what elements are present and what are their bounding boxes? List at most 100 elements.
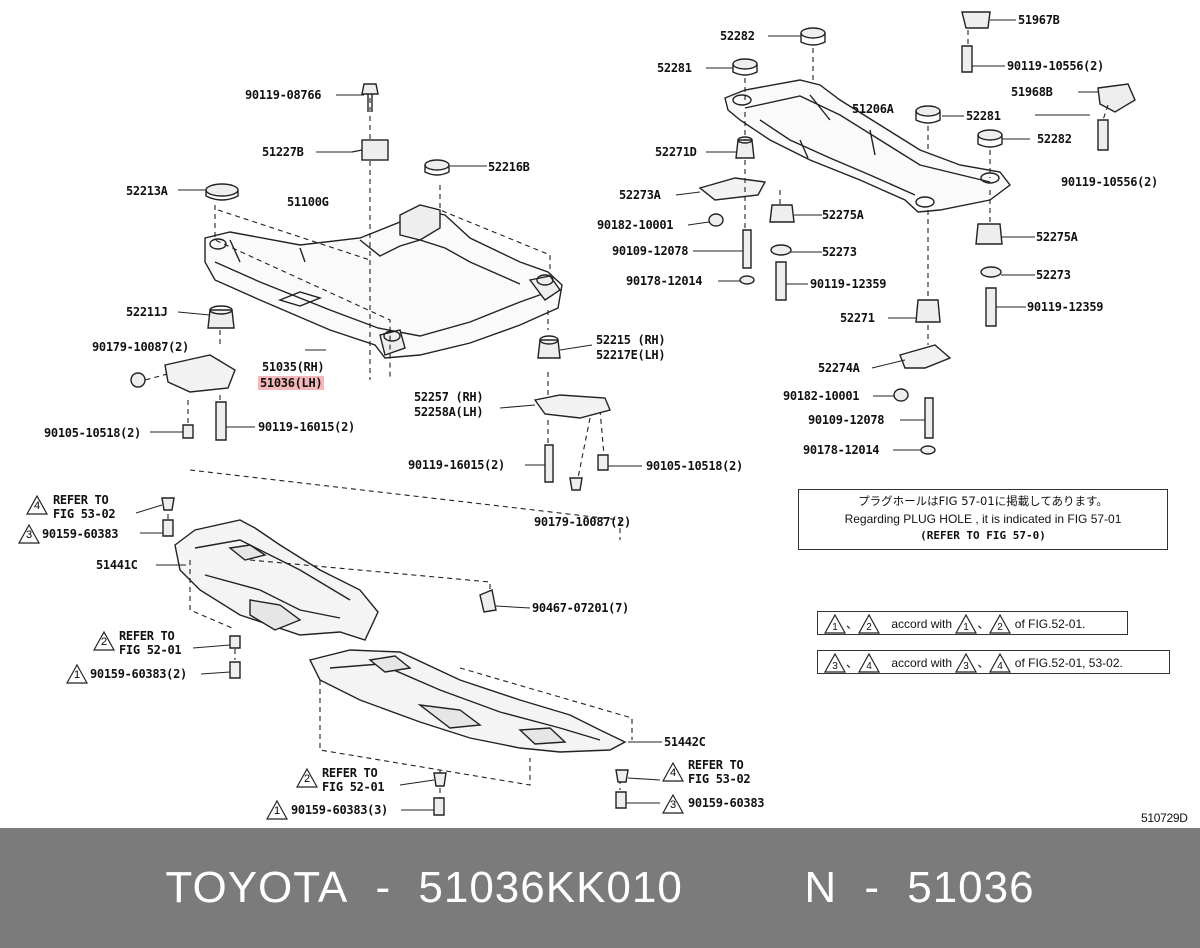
parts-diagram: 90119-08766 51227B 52216B 52213A 51100G … [18, 11, 1188, 825]
label-51036-lh-highlighted: 51036(LH) [258, 376, 325, 390]
label-52217E-lh: 52217E(LH) [596, 348, 666, 362]
label-52275A-b: 52275A [1036, 230, 1078, 244]
footer-dash-2: - [864, 863, 880, 912]
label-90119-10556-b: 90119-10556(2) [1061, 175, 1158, 189]
note-reference: (REFER TO FIG 57-0) [920, 529, 1046, 542]
triangle-marker-1b: 1 [266, 800, 288, 820]
triangle-1-icon: 1 [955, 613, 978, 634]
diagram-drawing [130, 11, 1136, 816]
triangle-marker-3: 3 [18, 524, 40, 544]
label-90182-10001-b: 90182-10001 [783, 389, 860, 403]
label-90105-10518: 90105-10518(2) [44, 426, 141, 440]
label-90159-60383-3: 90159-60383(3) [291, 803, 388, 817]
label-51442C: 51442C [664, 735, 706, 749]
label-52216B: 52216B [488, 160, 530, 174]
accord-sep: 、 [977, 616, 990, 631]
footer-n-label: N [804, 863, 838, 912]
svg-text:2: 2 [866, 622, 872, 633]
triangle-2-icon: 2 [857, 613, 881, 634]
svg-text:1: 1 [964, 622, 970, 633]
label-90105-10518-b: 90105-10518(2) [646, 459, 743, 473]
accord-sep: 、 [977, 655, 990, 670]
label-51035-rh: 51035(RH) [262, 360, 325, 374]
label-90159-60383-2: 90159-60383(2) [90, 667, 187, 681]
label-refer-fig-53-02-b: FIG 53-02 [688, 772, 751, 786]
triangle-marker-2b: 2 [296, 768, 318, 788]
label-90109-12078-b: 90109-12078 [808, 413, 885, 427]
label-90119-10556: 90119-10556(2) [1007, 59, 1104, 73]
label-refer-to-3: REFER TO [322, 766, 378, 780]
label-90119-16015-b: 90119-16015(2) [408, 458, 505, 472]
label-refer-to-2: REFER TO [119, 629, 175, 643]
accord-sep: 、 [846, 616, 859, 631]
label-refer-fig-53-02: FIG 53-02 [53, 507, 116, 521]
label-90119-12359-b: 90119-12359 [1027, 300, 1104, 314]
accord-sep: 、 [846, 655, 859, 670]
triangle-marker-1: 1 [66, 664, 88, 684]
label-52215-rh: 52215 (RH) [596, 333, 666, 347]
label-51206A: 51206A [852, 102, 894, 116]
svg-text:2: 2 [998, 622, 1004, 633]
label-52273A: 52273A [619, 188, 661, 202]
label-51441C: 51441C [96, 558, 138, 572]
label-51100G: 51100G [287, 195, 329, 209]
triangle-3-icon: 3 [823, 652, 847, 673]
label-52274A: 52274A [818, 361, 860, 375]
triangle-number: 4 [669, 767, 677, 779]
triangle-number: 3 [669, 799, 677, 811]
accord-end: of FIG.52-01. [1014, 616, 1086, 631]
label-52282-b: 52282 [1037, 132, 1072, 146]
label-52271D: 52271D [655, 145, 697, 159]
label-90178-12014-b: 90178-12014 [803, 443, 880, 457]
label-90182-10001: 90182-10001 [597, 218, 674, 232]
label-52258A-lh: 52258A(LH) [414, 405, 484, 419]
label-refer-to-1: REFER TO [53, 493, 109, 507]
triangle-marker-4b: 4 [662, 762, 684, 782]
label-90119-08766: 90119-08766 [245, 88, 322, 102]
svg-text:3: 3 [832, 661, 838, 672]
label-52273-b: 52273 [1036, 268, 1071, 282]
label-51967B: 51967B [1018, 13, 1060, 27]
svg-text:4: 4 [998, 661, 1004, 672]
triangle-marker-3b: 3 [662, 794, 684, 814]
label-52282: 52282 [720, 29, 755, 43]
footer-brand: TOYOTA [165, 863, 349, 912]
label-90159-60383-d: 90159-60383 [688, 796, 765, 810]
rear-guide-lines [744, 30, 1109, 345]
triangle-1-icon: 1 [823, 613, 847, 634]
label-52275A: 52275A [822, 208, 864, 222]
triangle-4-icon: 4 [989, 652, 1012, 673]
svg-text:1: 1 [832, 622, 838, 633]
rear-small-parts [698, 11, 1136, 455]
footer-n-number: 51036 [907, 863, 1035, 912]
label-52273: 52273 [822, 245, 857, 259]
part-footer-banner: TOYOTA - 51036KK010 N - 51036 [0, 828, 1200, 948]
triangle-number: 3 [25, 529, 33, 541]
label-90119-16015: 90119-16015(2) [258, 420, 355, 434]
accord-text: accord with [891, 616, 953, 631]
leader-lines [135, 19, 1098, 811]
front-small-parts [130, 83, 611, 491]
label-52271: 52271 [840, 311, 875, 325]
label-90178-12014: 90178-12014 [626, 274, 703, 288]
accord-note-2: 3、4 accord with 3、4 of FIG.52-01, 53-02. [817, 650, 1170, 674]
label-51968B: 51968B [1011, 85, 1053, 99]
label-90159-60383: 90159-60383 [42, 527, 119, 541]
label-52211J: 52211J [126, 305, 168, 319]
label-90119-12359: 90119-12359 [810, 277, 887, 291]
label-52213A: 52213A [126, 184, 168, 198]
label-90109-12078: 90109-12078 [612, 244, 689, 258]
front-crossmember-51100G [204, 204, 563, 359]
label-refer-fig-52-01-b: FIG 52-01 [322, 780, 385, 794]
label-refer-fig-52-01: FIG 52-01 [119, 643, 182, 657]
note-japanese: プラグホールはFIG 57-01に掲載してあります。 [858, 494, 1108, 508]
label-51227B: 51227B [262, 145, 304, 159]
triangle-marker-4: 4 [26, 495, 48, 515]
note-english: Regarding PLUG HOLE , it is indicated in… [844, 512, 1122, 526]
footer-dash: - [375, 863, 392, 912]
accord-text: accord with [891, 655, 953, 670]
label-52257-rh: 52257 (RH) [414, 390, 484, 404]
svg-text:4: 4 [866, 661, 872, 672]
diagram-code: 510729D [1141, 811, 1188, 825]
label-90179-10087: 90179-10087(2) [92, 340, 189, 354]
